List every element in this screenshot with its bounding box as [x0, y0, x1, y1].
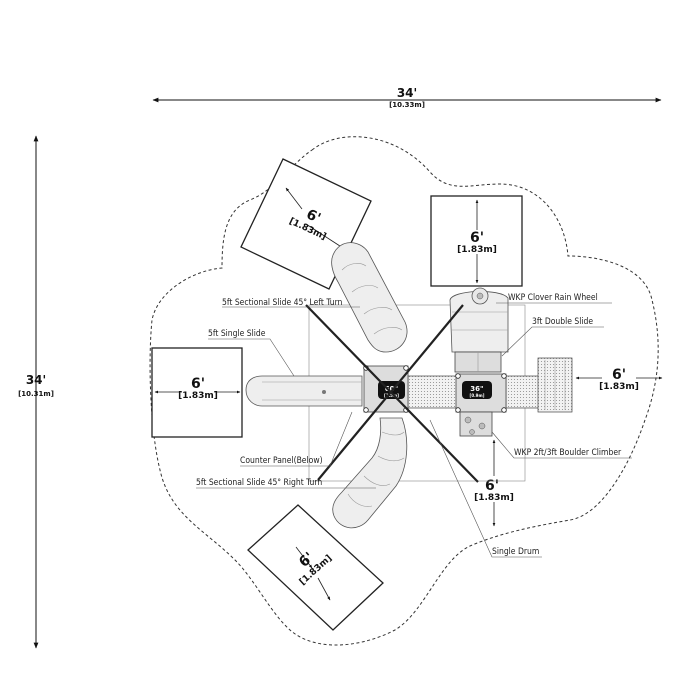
- right-deck-height-tag: [462, 381, 492, 399]
- use-zone-top-right: 6' [1.83m]: [430, 195, 523, 287]
- use-zone-bottom-left: 6' [1.83m]: [247, 504, 384, 631]
- overall-height-ft: 34': [26, 373, 46, 387]
- callout-double-slide: 3ft Double Slide: [532, 317, 593, 327]
- boulder-climber: [459, 411, 493, 437]
- use-zone-left-m: [1.83m]: [178, 391, 218, 401]
- use-zone-bottom-center: 6' [1.83m]: [474, 439, 514, 527]
- clover-rain-wheel: [449, 287, 509, 353]
- callout-single-drum: Single Drum: [492, 547, 539, 557]
- use-zone-right-ft: 6': [612, 367, 626, 383]
- center-bridge: [407, 375, 461, 409]
- right-platform-rails: [544, 360, 566, 410]
- single-slide-left: [245, 375, 363, 407]
- center-deck-height-metric: [1.5m]: [384, 393, 399, 398]
- leader-counter-panel: [240, 411, 353, 467]
- safety-surface-boundary: [149, 136, 659, 646]
- use-zone-right: 6' [1.83m]: [575, 367, 663, 392]
- use-zone-bottom-center-ft: 6': [485, 478, 499, 494]
- use-zone-left-ft: 6': [191, 376, 205, 392]
- leader-double-slide: [501, 326, 604, 357]
- callout-sectional-slide-right-turn: 5ft Sectional Slide 45° Right Turn: [196, 478, 322, 488]
- double-slide: [454, 351, 502, 373]
- sectional-slide-left-turn: [331, 242, 408, 353]
- center-deck-height: 60": [385, 385, 398, 393]
- leader-single-slide: [208, 338, 295, 377]
- use-zone-top-left-ft: 6': [304, 207, 323, 227]
- callout-boulder-climber: WKP 2ft/3ft Boulder Climber: [514, 448, 622, 458]
- use-zone-bottom-center-m: [1.83m]: [474, 493, 514, 503]
- use-zone-right-m: [1.83m]: [599, 382, 639, 392]
- sectional-slide-right-turn: [332, 417, 408, 529]
- use-zone-top-right-m: [1.83m]: [457, 245, 497, 255]
- callout-sectional-slide-left-turn: 5ft Sectional Slide 45° Left Turn: [222, 298, 343, 308]
- leader-boulder-climber: [491, 431, 632, 459]
- right-deck-height-metric: [0.9m]: [470, 393, 485, 398]
- callout-single-slide: 5ft Single Slide: [208, 329, 266, 339]
- right-deck-height: 36": [470, 385, 483, 393]
- overall-height-m: [10.31m]: [18, 390, 54, 398]
- overall-width-m: [10.33m]: [389, 101, 425, 109]
- use-zone-top-right-ft: 6': [470, 230, 484, 246]
- leader-single-drum: [429, 419, 542, 558]
- roof-frame: [305, 304, 479, 483]
- callout-counter-panel: Counter Panel(Below): [240, 456, 323, 466]
- callout-clover-rain-wheel: WKP Clover Rain Wheel: [508, 293, 598, 303]
- overall-width-ft: 34': [397, 86, 417, 100]
- use-zone-left: 6' [1.83m]: [151, 347, 243, 438]
